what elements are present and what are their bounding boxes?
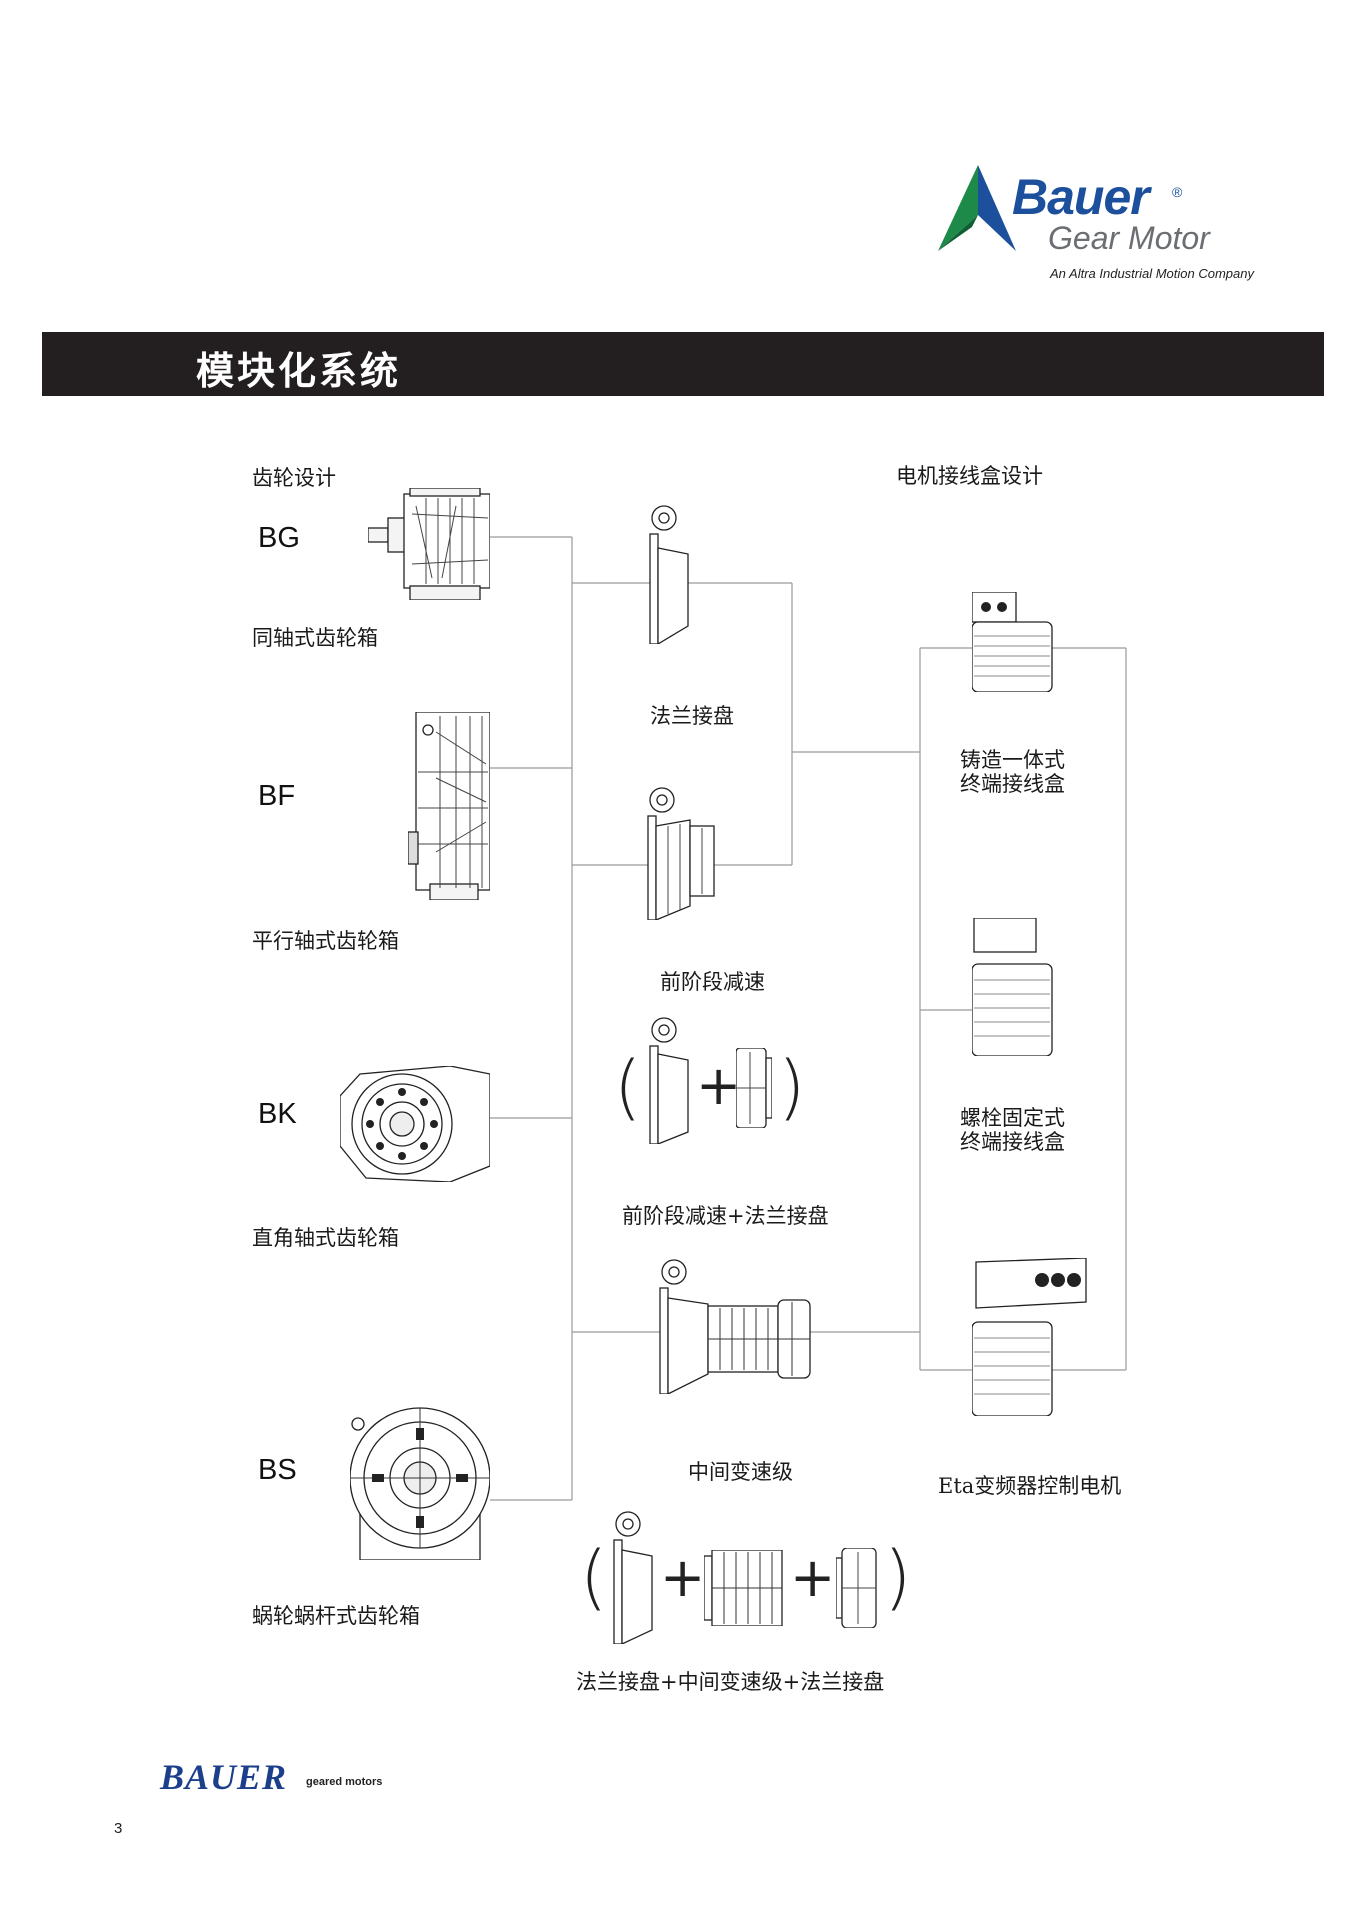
gear-design-heading: 齿轮设计 xyxy=(252,466,336,490)
eta-inverter-motor-icon xyxy=(972,1258,1087,1416)
bauer-logo-icon xyxy=(938,165,1016,251)
module-label-flange-inter-flange: 法兰接盘+中间变速级+法兰接盘 xyxy=(576,1670,885,1694)
close-paren-1: ) xyxy=(778,1046,806,1128)
terminal-box-heading: 电机接线盒设计 xyxy=(896,464,1043,488)
module-label-pre-stage: 前阶段减速 xyxy=(660,970,765,994)
pre-stage-icon xyxy=(647,787,715,920)
plus-sign-2: + xyxy=(660,1546,706,1609)
title-bar xyxy=(42,332,1324,396)
cast-terminal-box-icon xyxy=(972,592,1053,692)
coaxial-gearbox-icon xyxy=(368,488,490,600)
flange-part-icon xyxy=(736,1048,772,1128)
brand-sub: An Altra Industrial Motion Company xyxy=(1050,266,1255,281)
gearbox-label-bf: 平行轴式齿轮箱 xyxy=(252,929,399,953)
gearbox-code-bk: BK xyxy=(258,1098,297,1130)
gearbox-label-bg: 同轴式齿轮箱 xyxy=(252,626,378,650)
pre-stage-part-icon xyxy=(649,1017,689,1144)
open-paren-1: ( xyxy=(614,1046,642,1128)
plus-sign-3: + xyxy=(790,1546,836,1609)
gearbox-label-bs: 蜗轮蜗杆式齿轮箱 xyxy=(252,1604,420,1628)
bolted-box-label-1: 螺栓固定式 xyxy=(960,1106,1065,1130)
cast-box-label-2: 终端接线盒 xyxy=(960,772,1065,796)
gearbox-label-bk: 直角轴式齿轮箱 xyxy=(252,1226,399,1250)
intermediate-stage-icon xyxy=(659,1259,811,1394)
cast-box-label-1: 铸造一体式 xyxy=(960,748,1065,772)
open-paren-2: ( xyxy=(580,1536,608,1618)
eta-motor-label: Eta变频器控制电机 xyxy=(938,1474,1122,1498)
gearbox-code-bf: BF xyxy=(258,780,296,812)
brand-reg-mark: ® xyxy=(1172,184,1183,200)
flange-icon xyxy=(649,505,689,644)
brand-name: Bauer xyxy=(1012,169,1150,225)
module-label-intermediate: 中间变速级 xyxy=(688,1460,793,1484)
page-title: 模块化系统 xyxy=(196,349,402,393)
footer-brand: BAUER xyxy=(160,1757,288,1797)
flange-part-2-icon xyxy=(613,1511,653,1644)
gearbox-code-bs: BS xyxy=(258,1454,297,1486)
parallel-shaft-gearbox-icon xyxy=(408,712,490,900)
intermediate-part-icon xyxy=(704,1550,783,1626)
brand-tagline: Gear Motor xyxy=(1048,220,1210,256)
module-label-flange: 法兰接盘 xyxy=(650,704,734,728)
module-label-pre-stage-flange: 前阶段减速+法兰接盘 xyxy=(622,1204,829,1228)
flange-part-3-icon xyxy=(836,1548,877,1628)
page-number: 3 xyxy=(114,1820,123,1837)
gearbox-code-bg: BG xyxy=(258,522,300,554)
worm-gearbox-icon xyxy=(350,1407,490,1560)
bolted-box-label-2: 终端接线盒 xyxy=(960,1130,1065,1154)
bevel-gearbox-icon xyxy=(340,1066,490,1182)
close-paren-2: ) xyxy=(884,1536,912,1618)
bolted-terminal-box-icon xyxy=(972,918,1053,1056)
footer-sub: geared motors xyxy=(306,1776,383,1788)
plus-sign-1: + xyxy=(696,1054,742,1117)
